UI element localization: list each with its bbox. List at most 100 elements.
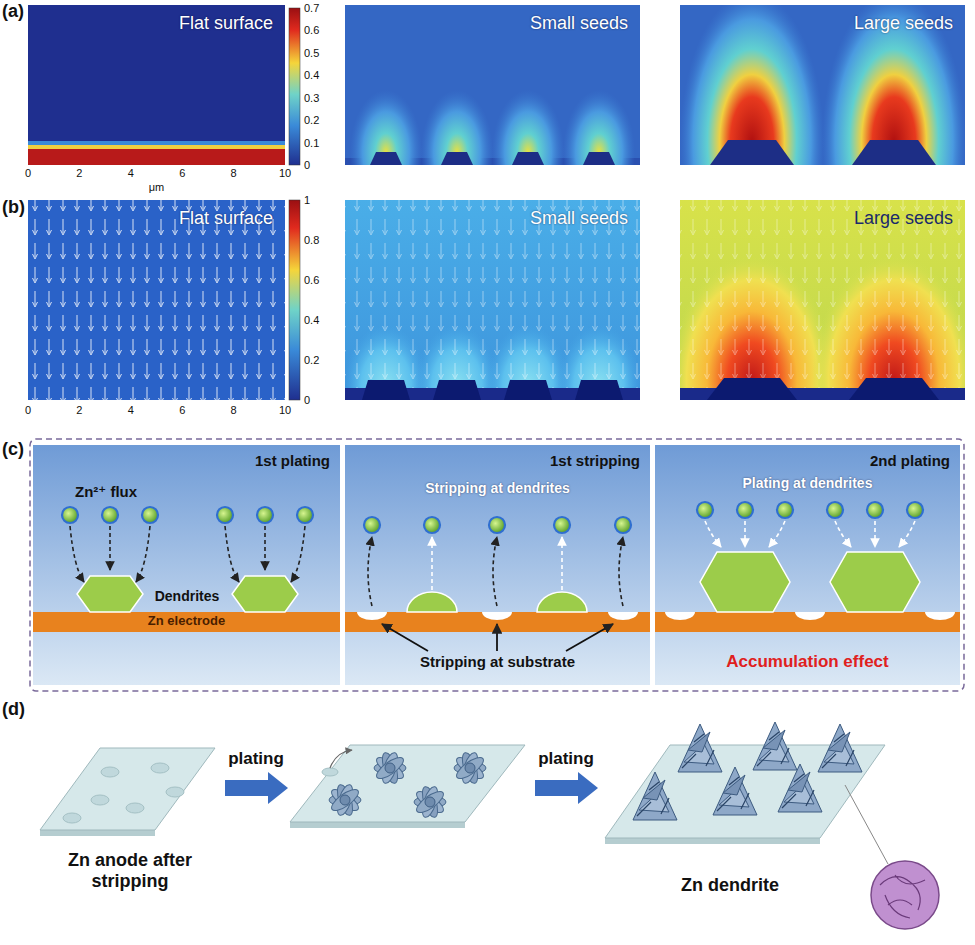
plating-step-1 [70, 526, 84, 582]
heatmap-panel: Large seeds [680, 200, 965, 400]
stripping-step [424, 517, 440, 533]
plated-plate-art [290, 745, 525, 822]
heatmap-small-seeds-a [345, 5, 640, 165]
stripping-step [431, 537, 433, 590]
process-step-panel: 2nd platingPlating at dendritesAccumulat… [655, 445, 960, 685]
heatmap-small-seeds-a [421, 90, 493, 165]
plating-step-1 [264, 526, 266, 570]
heatmap-flat-a [28, 5, 285, 165]
effect-label: Accumulation effect [655, 652, 960, 672]
stripping-step [537, 592, 587, 612]
dendrite-plate-art [713, 767, 757, 815]
stripping-step [493, 537, 497, 606]
plating-step-1 [217, 507, 233, 523]
axis-unit: μm [149, 181, 165, 193]
plating-step-1 [102, 507, 118, 523]
dendrite-plate-art [678, 724, 722, 772]
plating-step-2 [777, 502, 793, 518]
heatmap-large-seeds-b [680, 200, 965, 400]
plating-step-1 [62, 507, 313, 612]
dendrite-plate-art [605, 722, 939, 929]
plating-step-2 [830, 552, 920, 612]
colorbar-tick: 0.5 [304, 47, 319, 59]
colorbar-tick: 1 [304, 194, 310, 206]
plating-step-2 [874, 521, 876, 547]
heatmap-panel: Flat surface [28, 200, 285, 400]
plating-step-2 [827, 502, 843, 518]
stripping-step [608, 612, 638, 620]
dendrite-plate-art [818, 724, 862, 772]
process-schematic [655, 612, 960, 632]
panel-title: Large seeds [854, 13, 953, 34]
heatmap-small-seeds-a [492, 90, 564, 165]
plating-step-2 [700, 552, 790, 612]
stripping-step [407, 592, 457, 612]
axis-tick: 0 [25, 167, 31, 179]
heatmap-large-seeds-b [849, 378, 939, 400]
axis-tick: 8 [231, 404, 237, 416]
panel-title: Small seeds [530, 208, 628, 229]
dendrite-plate: Zn dendrite [600, 740, 860, 910]
plated-plate-art [290, 822, 465, 828]
heatmap-small-seeds-a [563, 90, 635, 165]
process-schematic [33, 445, 340, 685]
heatmap-large-seeds-a [710, 140, 794, 165]
panel-title: Large seeds [854, 208, 953, 229]
dendrite-plate-art [753, 722, 797, 770]
process-schematic [30, 439, 964, 691]
axis-tick: 2 [76, 404, 82, 416]
colorbar [289, 200, 300, 400]
heatmap-panel: Flat surface [28, 5, 285, 165]
plating-step-1 [142, 507, 158, 523]
plating-step-1 [109, 526, 111, 570]
heatmap-small-seeds-a [583, 152, 615, 165]
colorbar-tick: 0.6 [304, 274, 319, 286]
colorbar-tick: 0.4 [304, 314, 319, 326]
heatmap-small-seeds-b [362, 380, 410, 400]
anode-plate-art [101, 767, 119, 777]
colorbar-tick: 0.3 [304, 92, 319, 104]
plating-step-2 [697, 502, 713, 518]
step-label: plating [228, 750, 284, 769]
heatmap-large-seeds-b [680, 200, 965, 400]
colorbar-tick: 0.6 [304, 24, 319, 36]
heatmap-small-seeds-b [575, 380, 623, 400]
heatmap-large-seeds-b [680, 200, 965, 400]
process-schematic [655, 445, 960, 685]
heatmap-flat-a [28, 141, 285, 145]
heatmap-small-seeds-b [433, 380, 481, 400]
colorbar-tick: 0 [304, 159, 310, 171]
stripping-step [364, 517, 380, 533]
heatmap-panel: Small seeds [345, 200, 640, 400]
anode-plate-art [40, 748, 215, 830]
plating-step-1 [136, 526, 150, 582]
heatmap-flat-b [28, 200, 285, 400]
heatmap-large-seeds-a [852, 140, 936, 165]
colorbar-tick: 0.2 [304, 354, 319, 366]
colorbar [289, 200, 300, 400]
dendrite-label: Dendrites [142, 588, 232, 604]
stripping-step [566, 624, 613, 651]
plating-step-2 [925, 612, 955, 620]
panel-title: Flat surface [179, 13, 273, 34]
heatmap-large-seeds-a [822, 5, 965, 165]
process-step-panel: 1st platingZn²⁺ fluxDendritesZn electrod… [33, 445, 340, 685]
stage-caption: Zn dendrite [630, 875, 830, 896]
electrode-bar: Zn electrode [33, 612, 340, 632]
anode-plate-art [40, 748, 215, 836]
plated-plate-art [454, 751, 487, 785]
stripping-step [382, 624, 613, 651]
plated-plate-art [330, 750, 352, 768]
process-note: Plating at dendrites [655, 475, 960, 491]
heatmap-flat-a [28, 5, 285, 165]
plating-step-2 [795, 612, 825, 620]
axis-tick: 0 [25, 404, 31, 416]
step-title: 1st stripping [550, 452, 640, 469]
plating-step-2 [907, 502, 923, 518]
colorbar-tick: 0.7 [304, 2, 319, 14]
step-label: plating [538, 750, 594, 769]
dendrite-plate-art [880, 875, 925, 918]
heatmap-panel: Large seeds [680, 5, 965, 165]
anode-plate-art [126, 803, 144, 813]
colorbar-tick: 0.1 [304, 137, 319, 149]
